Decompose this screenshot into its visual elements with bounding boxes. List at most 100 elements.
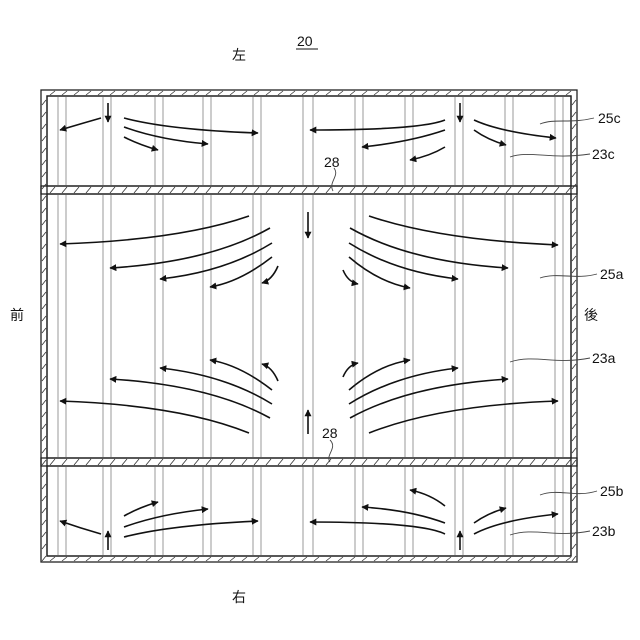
- hatch-mark: [314, 557, 319, 561]
- hatch-mark: [146, 187, 151, 193]
- hatch-mark: [266, 557, 271, 561]
- hatch-mark: [554, 557, 559, 561]
- hatch-mark: [218, 91, 223, 95]
- hatch-mark: [542, 91, 547, 95]
- hatch-mark: [62, 459, 67, 465]
- hatch-mark: [530, 91, 535, 95]
- hatch-mark: [42, 232, 46, 237]
- hatch-mark: [572, 256, 576, 261]
- hatch-mark: [86, 187, 91, 193]
- hatch-mark: [266, 187, 271, 193]
- hatch-mark: [122, 459, 127, 465]
- svg-text:25a: 25a: [600, 266, 624, 282]
- hatch-mark: [518, 91, 523, 95]
- reference-label-25b: 25b: [540, 483, 624, 499]
- hatch-mark: [42, 460, 46, 465]
- hatch-mark: [386, 187, 391, 193]
- hatch-mark: [218, 459, 223, 465]
- hatch-mark: [494, 91, 499, 95]
- hatch-mark: [410, 557, 415, 561]
- hatch-mark: [362, 187, 367, 193]
- hatch-mark: [434, 91, 439, 95]
- hatch-mark: [482, 91, 487, 95]
- flow-arrows-upper: [60, 103, 556, 160]
- hatch-mark: [254, 187, 259, 193]
- hatch-mark: [446, 459, 451, 465]
- hatch-mark: [242, 91, 247, 95]
- hatch-mark: [482, 459, 487, 465]
- hatch-mark: [572, 328, 576, 333]
- hatch-mark: [572, 448, 576, 453]
- svg-text:28: 28: [324, 154, 340, 170]
- hatch-mark: [158, 91, 163, 95]
- hatch-mark: [374, 187, 379, 193]
- hatch-mark: [572, 316, 576, 321]
- hatch-mark: [74, 91, 79, 95]
- hatch-mark: [42, 352, 46, 357]
- plates-center: [58, 195, 563, 457]
- hatch-mark: [86, 459, 91, 465]
- svg-text:23a: 23a: [592, 350, 616, 366]
- hatch-mark: [42, 532, 46, 537]
- hatch-mark: [42, 544, 46, 549]
- hatch-mark: [254, 557, 259, 561]
- hatch-mark: [482, 187, 487, 193]
- hatch-mark: [158, 187, 163, 193]
- hatch-mark: [572, 292, 576, 297]
- flow-arrows-center-upper: [60, 212, 558, 288]
- hatch-mark: [42, 292, 46, 297]
- hatch-mark: [422, 187, 427, 193]
- hatch-mark: [242, 187, 247, 193]
- hatch-mark: [62, 557, 67, 561]
- hatch-mark: [50, 557, 55, 561]
- hatch-mark: [398, 459, 403, 465]
- hatch-mark: [374, 557, 379, 561]
- flow-arrows-lower: [60, 490, 558, 550]
- hatch-mark: [566, 187, 571, 193]
- hatch-mark: [42, 196, 46, 201]
- hatch-mark: [42, 472, 46, 477]
- hatch-mark: [572, 220, 576, 225]
- hatch-mark: [182, 187, 187, 193]
- hatch-mark: [506, 459, 511, 465]
- hatch-mark: [572, 340, 576, 345]
- hatch-mark: [170, 459, 175, 465]
- region-center: [47, 194, 571, 458]
- hatch-mark: [302, 187, 307, 193]
- hatch-mark: [572, 472, 576, 477]
- hatch-mark: [74, 557, 79, 561]
- hatch-mark: [194, 187, 199, 193]
- hatch-mark: [494, 187, 499, 193]
- hatch-mark: [230, 187, 235, 193]
- hatch-mark: [42, 484, 46, 489]
- hatch-mark: [326, 187, 331, 193]
- hatch-mark: [42, 256, 46, 261]
- hatch-mark: [572, 148, 576, 153]
- hatch-mark: [350, 459, 355, 465]
- hatch-mark: [572, 508, 576, 513]
- hatch-mark: [302, 557, 307, 561]
- hatch-mark: [572, 268, 576, 273]
- hatch-mark: [572, 232, 576, 237]
- hatch-mark: [506, 187, 511, 193]
- hatch-mark: [230, 459, 235, 465]
- hatch-mark: [572, 400, 576, 405]
- hatch-mark: [470, 187, 475, 193]
- hatch-mark: [42, 412, 46, 417]
- hatch-mark: [278, 91, 283, 95]
- outer-casing: [41, 90, 577, 562]
- hatch-mark: [254, 91, 259, 95]
- hatch-mark: [42, 376, 46, 381]
- hatch-mark: [98, 557, 103, 561]
- hatch-mark: [458, 557, 463, 561]
- hatch-mark: [398, 91, 403, 95]
- hatch-mark: [42, 316, 46, 321]
- hatch-mark: [572, 136, 576, 141]
- hatch-mark: [554, 459, 559, 465]
- hatch-mark: [458, 187, 463, 193]
- hatch-mark: [338, 91, 343, 95]
- hatch-mark: [134, 459, 139, 465]
- hatch-mark: [42, 388, 46, 393]
